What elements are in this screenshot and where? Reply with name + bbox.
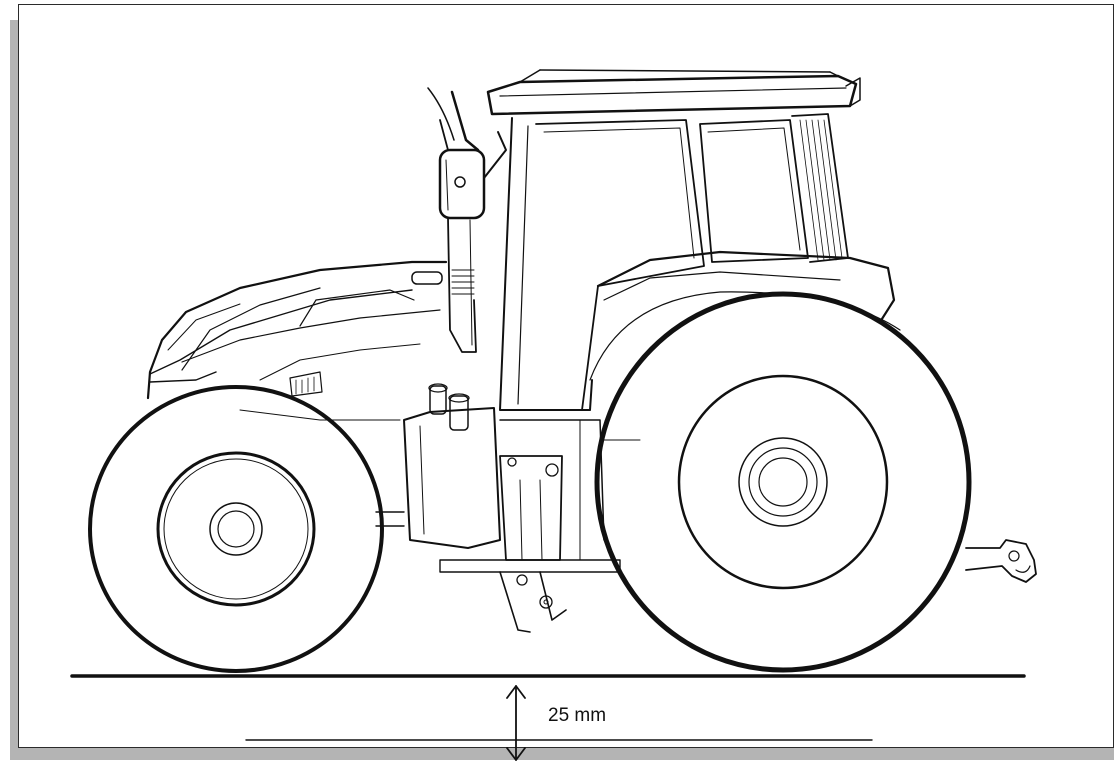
dimension-label: 25 mm: [548, 705, 607, 726]
double-arrow-icon: [506, 685, 526, 761]
figure-frame: [18, 4, 1114, 748]
rear-fender: [589, 250, 901, 381]
chassis: [375, 419, 641, 633]
side-mirror: [427, 87, 507, 220]
fuel-tank: [403, 383, 501, 549]
exhaust-pipe: [411, 119, 477, 353]
cab-roof: [486, 69, 861, 116]
engine-hood: [146, 260, 448, 421]
cab: [499, 113, 849, 411]
rear-hitch: [965, 539, 1037, 583]
front-wheel: [88, 385, 384, 673]
rear-wheel: [594, 291, 972, 673]
